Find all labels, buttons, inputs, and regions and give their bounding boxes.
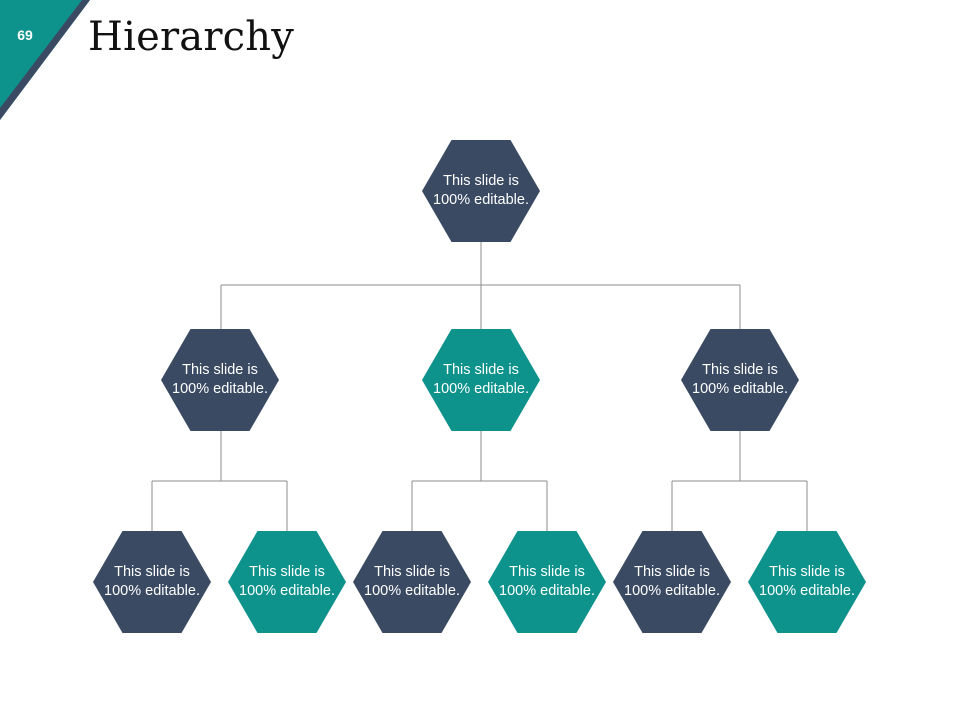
node-label: This slide is 100% editable. bbox=[759, 564, 855, 599]
node-label: This slide is 100% editable. bbox=[104, 564, 200, 599]
node-label: This slide is 100% editable. bbox=[433, 173, 529, 208]
connector-right bbox=[671, 430, 808, 532]
node-label: This slide is 100% editable. bbox=[692, 362, 788, 397]
slide-number: 69 bbox=[17, 27, 33, 43]
node-label: This slide is 100% editable. bbox=[433, 362, 529, 397]
node-label: This slide is 100% editable. bbox=[499, 564, 595, 599]
page-title: Hierarchy bbox=[88, 14, 294, 60]
hexagon-node-level3-6[interactable]: This slide is 100% editable. bbox=[748, 531, 866, 633]
node-label: This slide is 100% editable. bbox=[624, 564, 720, 599]
node-label: This slide is 100% editable. bbox=[364, 564, 460, 599]
hexagon-node-level2-right[interactable]: This slide is 100% editable. bbox=[681, 329, 799, 431]
connector-root bbox=[220, 240, 741, 330]
corner-banner bbox=[0, 0, 90, 120]
node-label: This slide is 100% editable. bbox=[239, 564, 335, 599]
hexagon-node-level3-5[interactable]: This slide is 100% editable. bbox=[613, 531, 731, 633]
connector-left bbox=[151, 430, 288, 532]
node-label: This slide is 100% editable. bbox=[172, 362, 268, 397]
connector-center bbox=[411, 430, 548, 532]
